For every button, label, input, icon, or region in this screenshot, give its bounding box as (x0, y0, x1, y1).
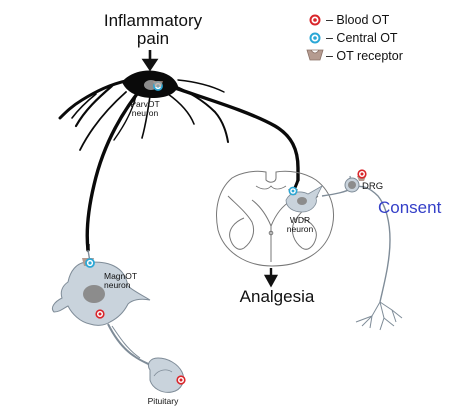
axon-projections (58, 78, 300, 252)
analgesia-label: Analgesia (240, 287, 315, 306)
magnot-label-1: MagnOT (104, 271, 137, 281)
parvot-label-1: ParvOT (130, 99, 159, 109)
parvot-neuron: ParvOT neuron (122, 70, 178, 118)
magnot-label-2: neuron (104, 280, 131, 290)
legend: – Blood OT – Central OT – OT receptor (306, 13, 403, 63)
legend-ot-receptor: – OT receptor (326, 49, 403, 63)
down-arrow-icon (141, 50, 159, 72)
consent-label: Consent (378, 198, 442, 217)
title-line-2: pain (137, 29, 169, 48)
wdr-label-1: WDR (290, 215, 310, 225)
wdr-label-2: neuron (287, 224, 314, 234)
down-arrow-icon (263, 268, 279, 288)
drg-neuron: DRG (321, 169, 403, 331)
wdr-neuron: WDR neuron (285, 179, 323, 234)
title-line-1: Inflammatory (104, 11, 203, 30)
ot-receptor-icon (306, 49, 324, 61)
parvot-label-2: neuron (132, 108, 159, 118)
drg-label: DRG (362, 181, 383, 192)
pituitary: Pituitary (148, 357, 186, 406)
ot-receptor-icon (153, 81, 163, 87)
legend-blood-ot: – Blood OT (326, 13, 390, 27)
pituitary-label: Pituitary (148, 396, 179, 406)
spinal-cord-section (216, 170, 334, 267)
legend-central-ot: – Central OT (326, 31, 398, 45)
magnot-neuron: MagnOT neuron (51, 244, 157, 369)
